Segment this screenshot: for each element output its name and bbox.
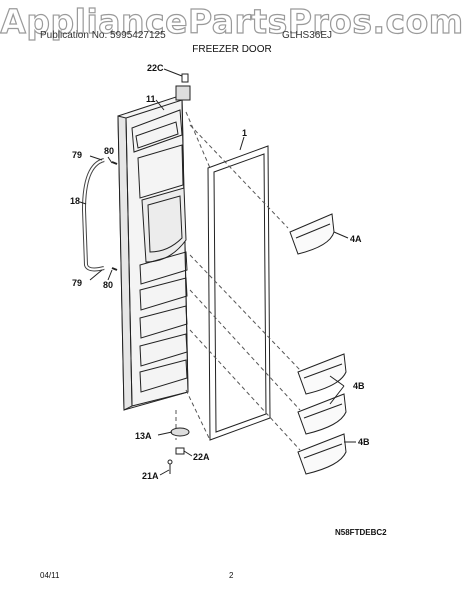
model-number: GLHS36EJ — [282, 30, 333, 41]
top-hinge — [175, 73, 191, 101]
label-4a: 4A — [350, 234, 362, 244]
label-79-bottom: 79 — [72, 278, 83, 288]
label-22a: 22A — [193, 452, 210, 462]
door-bin-4b-3 — [297, 433, 347, 475]
label-4b-lower: 4B — [358, 437, 370, 447]
label-79-top: 79 — [72, 150, 83, 160]
label-1: 1 — [242, 128, 248, 138]
label-80-top: 80 — [104, 146, 115, 156]
publication-number: Publication No. 5995427125 — [40, 30, 166, 41]
label-18: 18 — [70, 196, 81, 206]
label-4b-upper: 4B — [353, 381, 365, 391]
label-22c: 22C — [147, 63, 164, 73]
door-bin-4b-1 — [297, 353, 347, 395]
label-13a: 13A — [135, 431, 152, 441]
footer-page-number: 2 — [229, 571, 234, 580]
door-handle — [81, 158, 105, 272]
projection-lines — [175, 111, 301, 451]
label-11: 11 — [146, 94, 156, 104]
door-gasket — [207, 145, 271, 441]
label-21a: 21A — [142, 471, 159, 481]
footer-date: 04/11 — [40, 571, 60, 580]
bottom-hinge — [167, 427, 190, 474]
door-bin-4a — [289, 213, 335, 255]
diagram-code: N58FTDEBC2 — [335, 528, 387, 537]
watermark: AppliancePartsPros.com — [0, 1, 464, 41]
door-bin-4b-2 — [297, 393, 347, 435]
page-title: FREEZER DOOR — [192, 44, 272, 55]
door-panel — [117, 94, 189, 411]
label-80-bottom: 80 — [103, 280, 114, 290]
